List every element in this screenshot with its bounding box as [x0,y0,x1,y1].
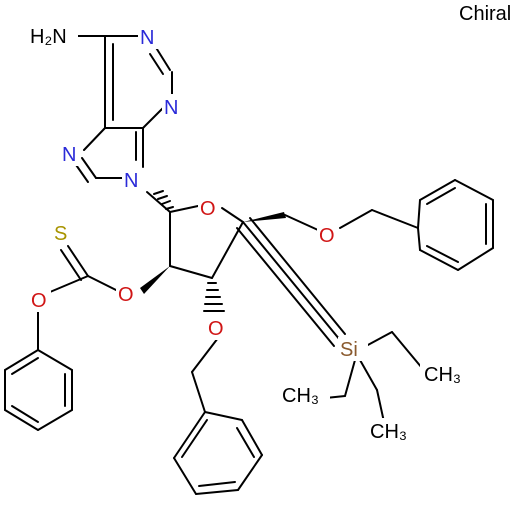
phenyl-ring-left [4,349,73,431]
o-ch2-lower-bond [191,337,219,373]
silicon-label: Si [340,339,358,361]
phenyl-ring-upper [417,179,494,271]
n7-label: N [62,144,76,166]
sulfur-label: S [54,223,67,245]
ester-oxygen-label: O [118,284,134,306]
c-s-double-bond-1 [67,245,89,277]
phenyl-ring-lower [173,411,263,495]
o-cs-bond [87,275,119,292]
c4-wedge-ch2 [243,212,286,222]
c3-hash-bond [203,282,225,312]
o-ch2bn-bond [339,209,373,229]
chiral-label: Chiral [459,3,511,25]
methyl-label-left: CH₃ [282,385,319,407]
adenine-bonds [73,35,173,183]
n1-label: N [140,27,154,49]
phenoxy-oxygen-label: O [31,290,47,312]
ch2-phenyl-bond [371,209,419,229]
c2-wedge-o [140,266,170,294]
c1-hash-bond [153,190,174,210]
ribose-bonds [169,205,244,279]
c-ophen-bond [49,275,89,293]
n3-label: N [164,97,178,119]
amino-group-label: H₂N [30,26,67,48]
c-s-double-bond-2 [60,249,82,281]
n9-label: N [124,170,138,192]
ring-oxygen-label: O [200,198,216,220]
ch2-phenyl-lower-bond [191,371,206,413]
ch2-o-bond [284,214,319,231]
methyl-label-bottom: CH₃ [370,421,407,443]
methyl-label-right: CH₃ [424,364,461,386]
ether-oxygen-label: O [319,225,335,247]
alkyne-triple-bond [236,217,346,347]
benzyloxy-oxygen-label: O [208,318,224,340]
